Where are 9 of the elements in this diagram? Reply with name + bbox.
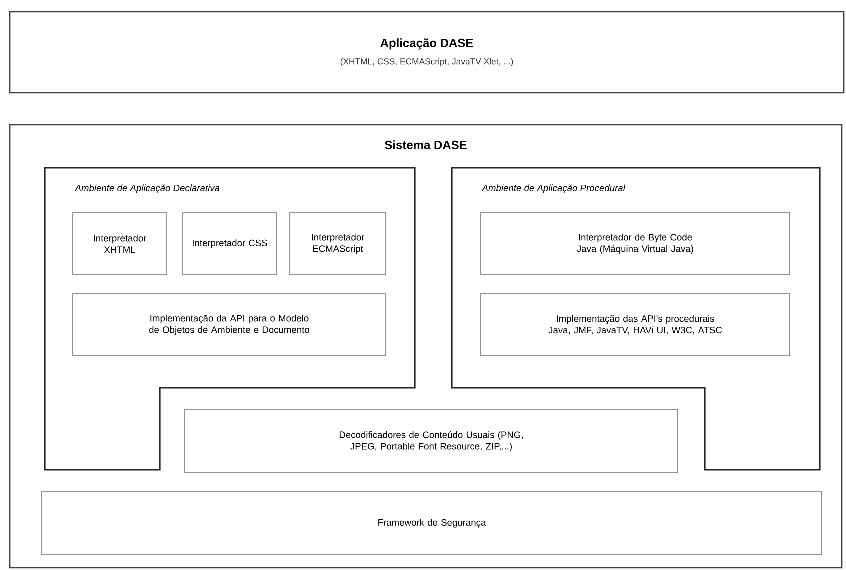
application-layer-box: Aplicação DASE (XHTML, CSS, ECMAScript, JavaTV Xlet, ...): [9, 11, 845, 94]
component-box: Implementação das API's procedurais Java, JMF, JavaTV, HAVi UI, W3C, ATSC: [480, 294, 790, 356]
component-box: Interpretador CSS: [182, 212, 278, 276]
component-box: Framework de Segurança: [42, 492, 822, 556]
component-box: Interpretador ECMAScript: [290, 212, 386, 276]
component-box: Implementação da API para o Modelo de Objetos de Ambiente e Documento: [72, 294, 386, 356]
component-box: Decodificadores de Conteúdo Usuais (PNG, JPEG, Portable Font Resource, ZIP,...): [184, 410, 678, 474]
component-box: Interpretador de Byte Code Java (Máquina Virtual Java): [480, 212, 790, 276]
component-box: Interpretador XHTML: [72, 212, 168, 276]
